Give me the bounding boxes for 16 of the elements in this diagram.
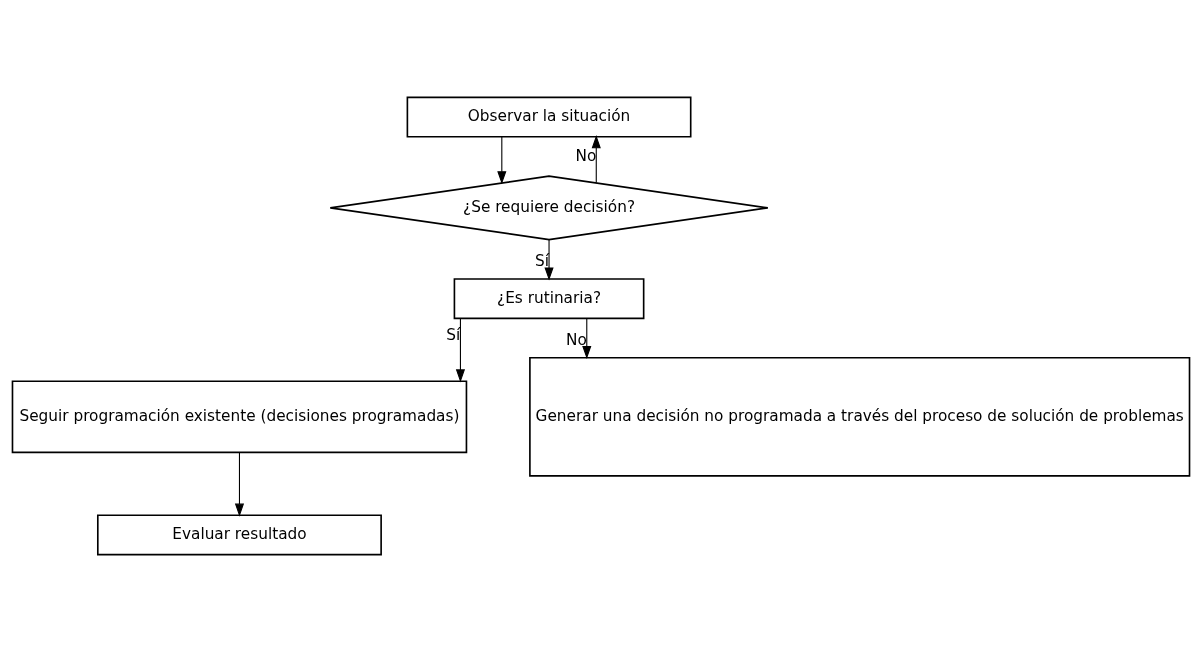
node-box: Generar una decisión no programada a través del proceso de solución de problemas (529, 356, 1191, 477)
edge-label: Sí (534, 252, 549, 271)
arrow (497, 136, 507, 185)
arrow (582, 318, 592, 360)
node-diamond: ¿Se requiere decisión? (329, 175, 769, 241)
edge-label: No (565, 330, 587, 349)
arrow (591, 135, 601, 184)
node-box: Observar la situación (406, 96, 692, 138)
arrow (234, 452, 245, 517)
edge-label: Sí (446, 326, 461, 345)
arrow (455, 318, 466, 383)
edge-label: No (575, 146, 597, 165)
node-box: Seguir programación existente (decisiones programadas) (11, 380, 468, 454)
node-box: Evaluar resultado (97, 514, 382, 556)
node-box: ¿Es rutinaria? (453, 278, 645, 320)
arrow (544, 239, 554, 281)
